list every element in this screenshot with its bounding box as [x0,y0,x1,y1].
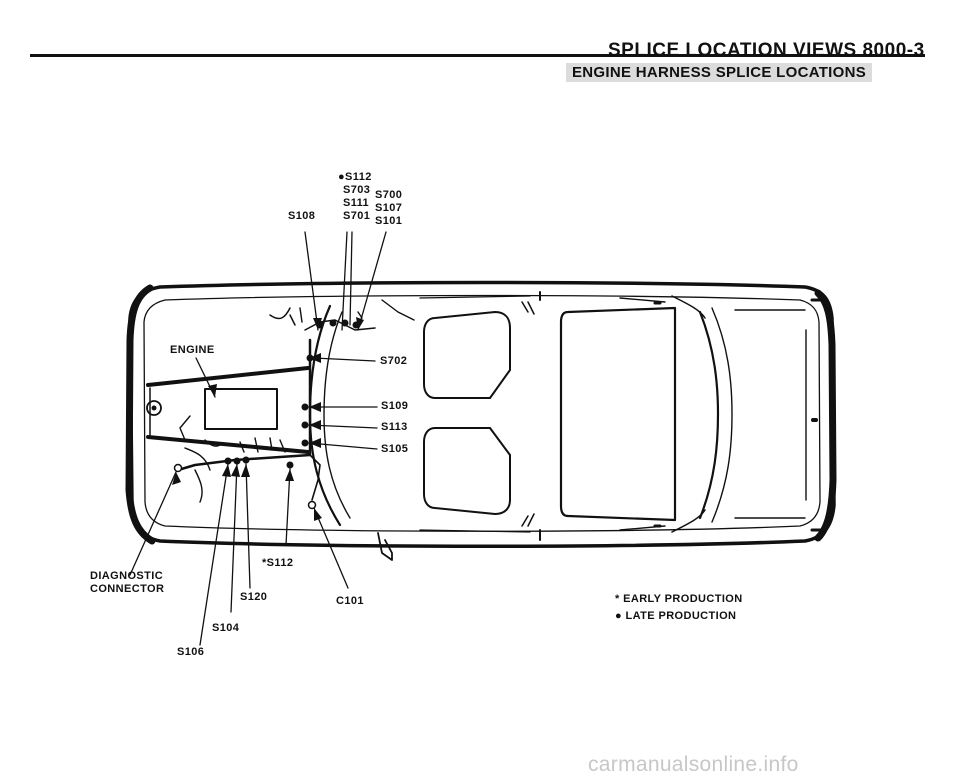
label-s106: S106 [177,646,205,658]
label-s702: S702 [380,355,408,367]
label-s105: S105 [381,443,409,455]
label-s700: S700 [375,189,403,201]
label-connector: CONNECTOR [90,583,165,595]
front-seat-left [423,311,511,399]
page-title: SPLICE LOCATION VIEWS 8000-3 [608,40,925,61]
label-s111: S111 [343,197,370,209]
engine-block [204,388,278,430]
legend-early-production: * EARLY PRODUCTION [615,593,743,605]
legend-late-production: ● LATE PRODUCTION [615,610,737,622]
headlight-icon [146,400,162,416]
label-s113: S113 [381,421,408,433]
label-s104: S104 [212,622,240,634]
front-seat-right [423,427,511,515]
header-rule [30,54,925,57]
rear-bumper [814,289,837,542]
label-s107: S107 [375,202,403,214]
rear-window [698,310,720,520]
watermark: carmanualsonline.info [588,753,799,776]
rear-seat [559,306,677,522]
label-diagnostic: DIAGNOSTIC [90,570,164,582]
label-s108: S108 [288,210,316,222]
front-bumper [125,284,156,545]
label-c101: C101 [336,595,364,607]
label-s703: S703 [343,184,371,196]
label-s120: S120 [240,591,268,603]
label-s701: S701 [343,210,371,222]
label-engine: ENGINE [170,344,215,356]
vehicle-body-inner [143,294,821,532]
label-s101: S101 [375,215,403,227]
label-s112-late: ●S112 [338,171,372,183]
label-s109: S109 [381,400,409,412]
side-mirror [377,532,393,561]
label-s112-early: *S112 [262,557,294,569]
section-subtitle: ENGINE HARNESS SPLICE LOCATIONS [566,63,873,82]
